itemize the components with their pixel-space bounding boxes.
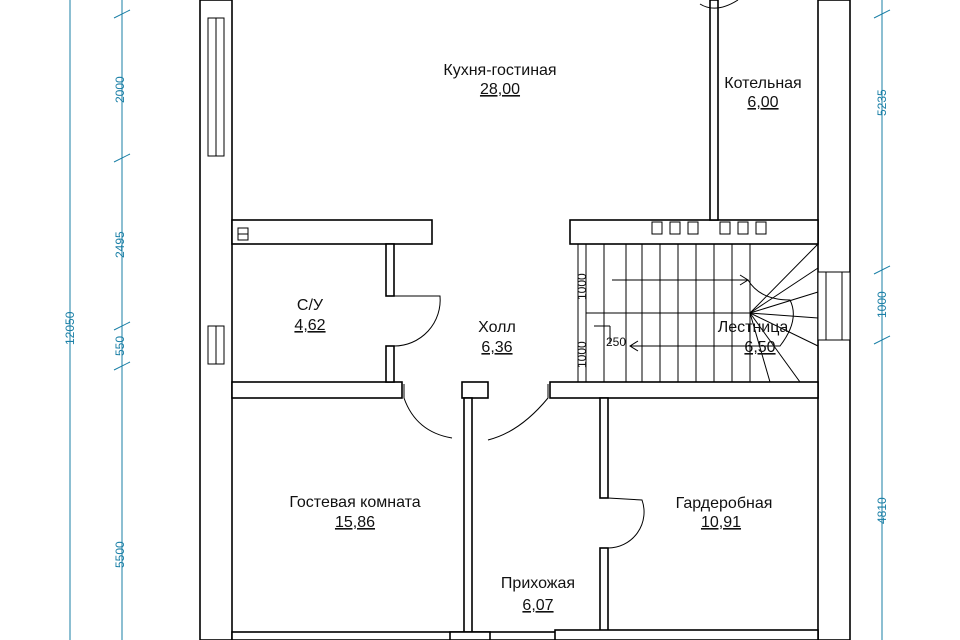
- dim-right-1: 5235: [875, 89, 889, 116]
- room-name-boiler: Котельная: [724, 75, 801, 92]
- room-labels: Кухня-гостиная 28,00 Котельная 6,00 С/У …: [289, 62, 801, 614]
- dim-left-total: 12050: [63, 311, 77, 345]
- stair-dim-step: 250: [606, 335, 626, 349]
- dim-left-4: 5500: [113, 541, 127, 568]
- dim-left-2: 2495: [113, 231, 127, 258]
- dim-right-2: 1000: [875, 291, 889, 318]
- dimension-labels: 12050 2000 2495 550 5500 5235 1000 4810: [63, 76, 889, 568]
- room-area-boiler: 6,00: [747, 94, 778, 111]
- stair-dimensions: 1000 1000 250: [575, 273, 626, 368]
- room-name-guest: Гостевая комната: [289, 494, 420, 511]
- room-area-hall: 6,36: [481, 339, 512, 356]
- room-name-entry: Прихожая: [501, 575, 575, 592]
- doors: [393, 0, 739, 549]
- room-name-wardrobe: Гардеробная: [676, 495, 773, 512]
- room-name-bath: С/У: [297, 297, 324, 314]
- right-window: [817, 271, 851, 341]
- room-area-guest: 15,86: [335, 514, 375, 531]
- dimension-lines: [69, 0, 891, 640]
- left-windows: [207, 17, 225, 365]
- room-name-hall: Холл: [478, 319, 516, 336]
- room-area-bath: 4,62: [294, 317, 325, 334]
- room-name-stairs: Лестница: [718, 319, 789, 336]
- room-area-stairs: 6,50: [744, 339, 775, 356]
- dim-left-3: 550: [113, 336, 127, 356]
- room-area-kitchen: 28,00: [480, 81, 520, 98]
- stair-dim-top: 1000: [575, 273, 589, 300]
- room-area-entry: 6,07: [522, 597, 553, 614]
- room-area-wardrobe: 10,91: [701, 514, 741, 531]
- staircase[interactable]: [577, 243, 819, 383]
- dim-left-1: 2000: [113, 76, 127, 103]
- stair-dim-bottom: 1000: [575, 341, 589, 368]
- dim-right-3: 4810: [875, 497, 889, 524]
- vent-grilles: [237, 221, 767, 241]
- room-name-kitchen: Кухня-гостиная: [443, 62, 556, 79]
